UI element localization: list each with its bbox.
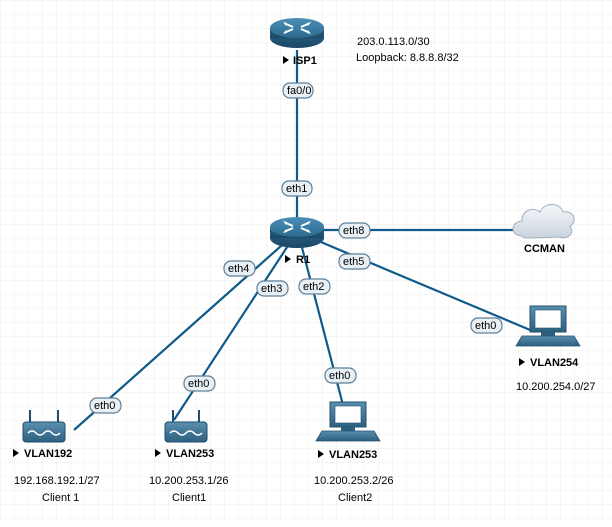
iface-label: eth0	[475, 320, 496, 332]
device-vlan253-pc[interactable]: VLAN253	[315, 401, 381, 461]
device-label: VLAN192	[24, 448, 72, 460]
iface-label: eth5	[343, 256, 364, 268]
iface-label: fa0/0	[287, 85, 311, 97]
device-vlan192[interactable]: VLAN192	[13, 410, 72, 460]
link-r1-vlan254[interactable]	[296, 230, 536, 334]
play-marker-icon	[13, 449, 19, 457]
vlan254-network-label: 10.200.254.0/27	[516, 381, 596, 393]
device-label: R1	[296, 254, 310, 266]
iface-r1-eth2[interactable]: eth2	[298, 278, 331, 295]
vlan253-ap-ip-label: 10.200.253.1/26	[149, 475, 229, 487]
device-isp1[interactable]: ISP1	[270, 18, 324, 67]
play-marker-icon	[285, 255, 291, 263]
device-label: ISP1	[293, 55, 317, 67]
pc-icon	[515, 305, 581, 347]
play-marker-icon	[519, 358, 525, 366]
iface-isp1-fa00[interactable]: fa0/0	[282, 82, 314, 99]
iface-r1-eth1[interactable]: eth1	[281, 180, 313, 197]
play-marker-icon	[318, 450, 324, 458]
device-ccman[interactable]: CCMAN	[512, 204, 575, 256]
iface-label: eth0	[94, 400, 115, 412]
iface-r1-eth3[interactable]: eth3	[256, 280, 289, 297]
iface-vlan253pc-eth0[interactable]: eth0	[324, 367, 357, 384]
iface-label: eth3	[261, 283, 282, 295]
device-r1[interactable]: R1	[270, 217, 324, 266]
vlan192-ip-label: 192.168.192.1/27	[14, 475, 100, 487]
iface-label: eth1	[286, 183, 307, 195]
iface-r1-eth5[interactable]: eth5	[338, 253, 371, 270]
iface-vlan192-eth0[interactable]: eth0	[89, 397, 122, 414]
vlan253-pc-client-label: Client2	[338, 492, 372, 504]
isp-loopback-label: Loopback: 8.8.8.8/32	[356, 52, 459, 64]
iface-label: eth8	[343, 225, 364, 237]
device-vlan253-ap[interactable]: VLAN253	[155, 410, 214, 460]
iface-label: eth0	[329, 370, 350, 382]
vlan192-client-label: Client 1	[42, 492, 79, 504]
pc-icon	[315, 401, 381, 442]
cloud-icon	[512, 204, 575, 239]
iface-label: eth4	[228, 263, 249, 275]
device-label: CCMAN	[524, 243, 565, 255]
play-marker-icon	[155, 449, 161, 457]
iface-label: eth2	[303, 281, 324, 293]
iface-vlan254-eth0[interactable]: eth0	[470, 317, 503, 334]
device-vlan254[interactable]: VLAN254	[515, 305, 581, 369]
iface-label: eth0	[188, 378, 209, 390]
router-icon	[270, 18, 324, 48]
access-point-icon	[164, 410, 208, 443]
iface-vlan253ap-eth0[interactable]: eth0	[183, 375, 216, 392]
access-point-icon	[22, 410, 66, 443]
isp-subnet-label: 203.0.113.0/30	[357, 36, 430, 48]
router-icon	[270, 217, 324, 248]
device-label: VLAN253	[329, 449, 377, 461]
vlan253-pc-ip-label: 10.200.253.2/26	[314, 475, 394, 487]
device-label: VLAN254	[530, 357, 579, 369]
vlan253-ap-client-label: Client1	[172, 492, 206, 504]
device-label: VLAN253	[166, 448, 214, 460]
play-marker-icon	[283, 56, 289, 64]
iface-r1-eth8[interactable]: eth8	[338, 222, 371, 239]
iface-r1-eth4[interactable]: eth4	[223, 260, 256, 277]
